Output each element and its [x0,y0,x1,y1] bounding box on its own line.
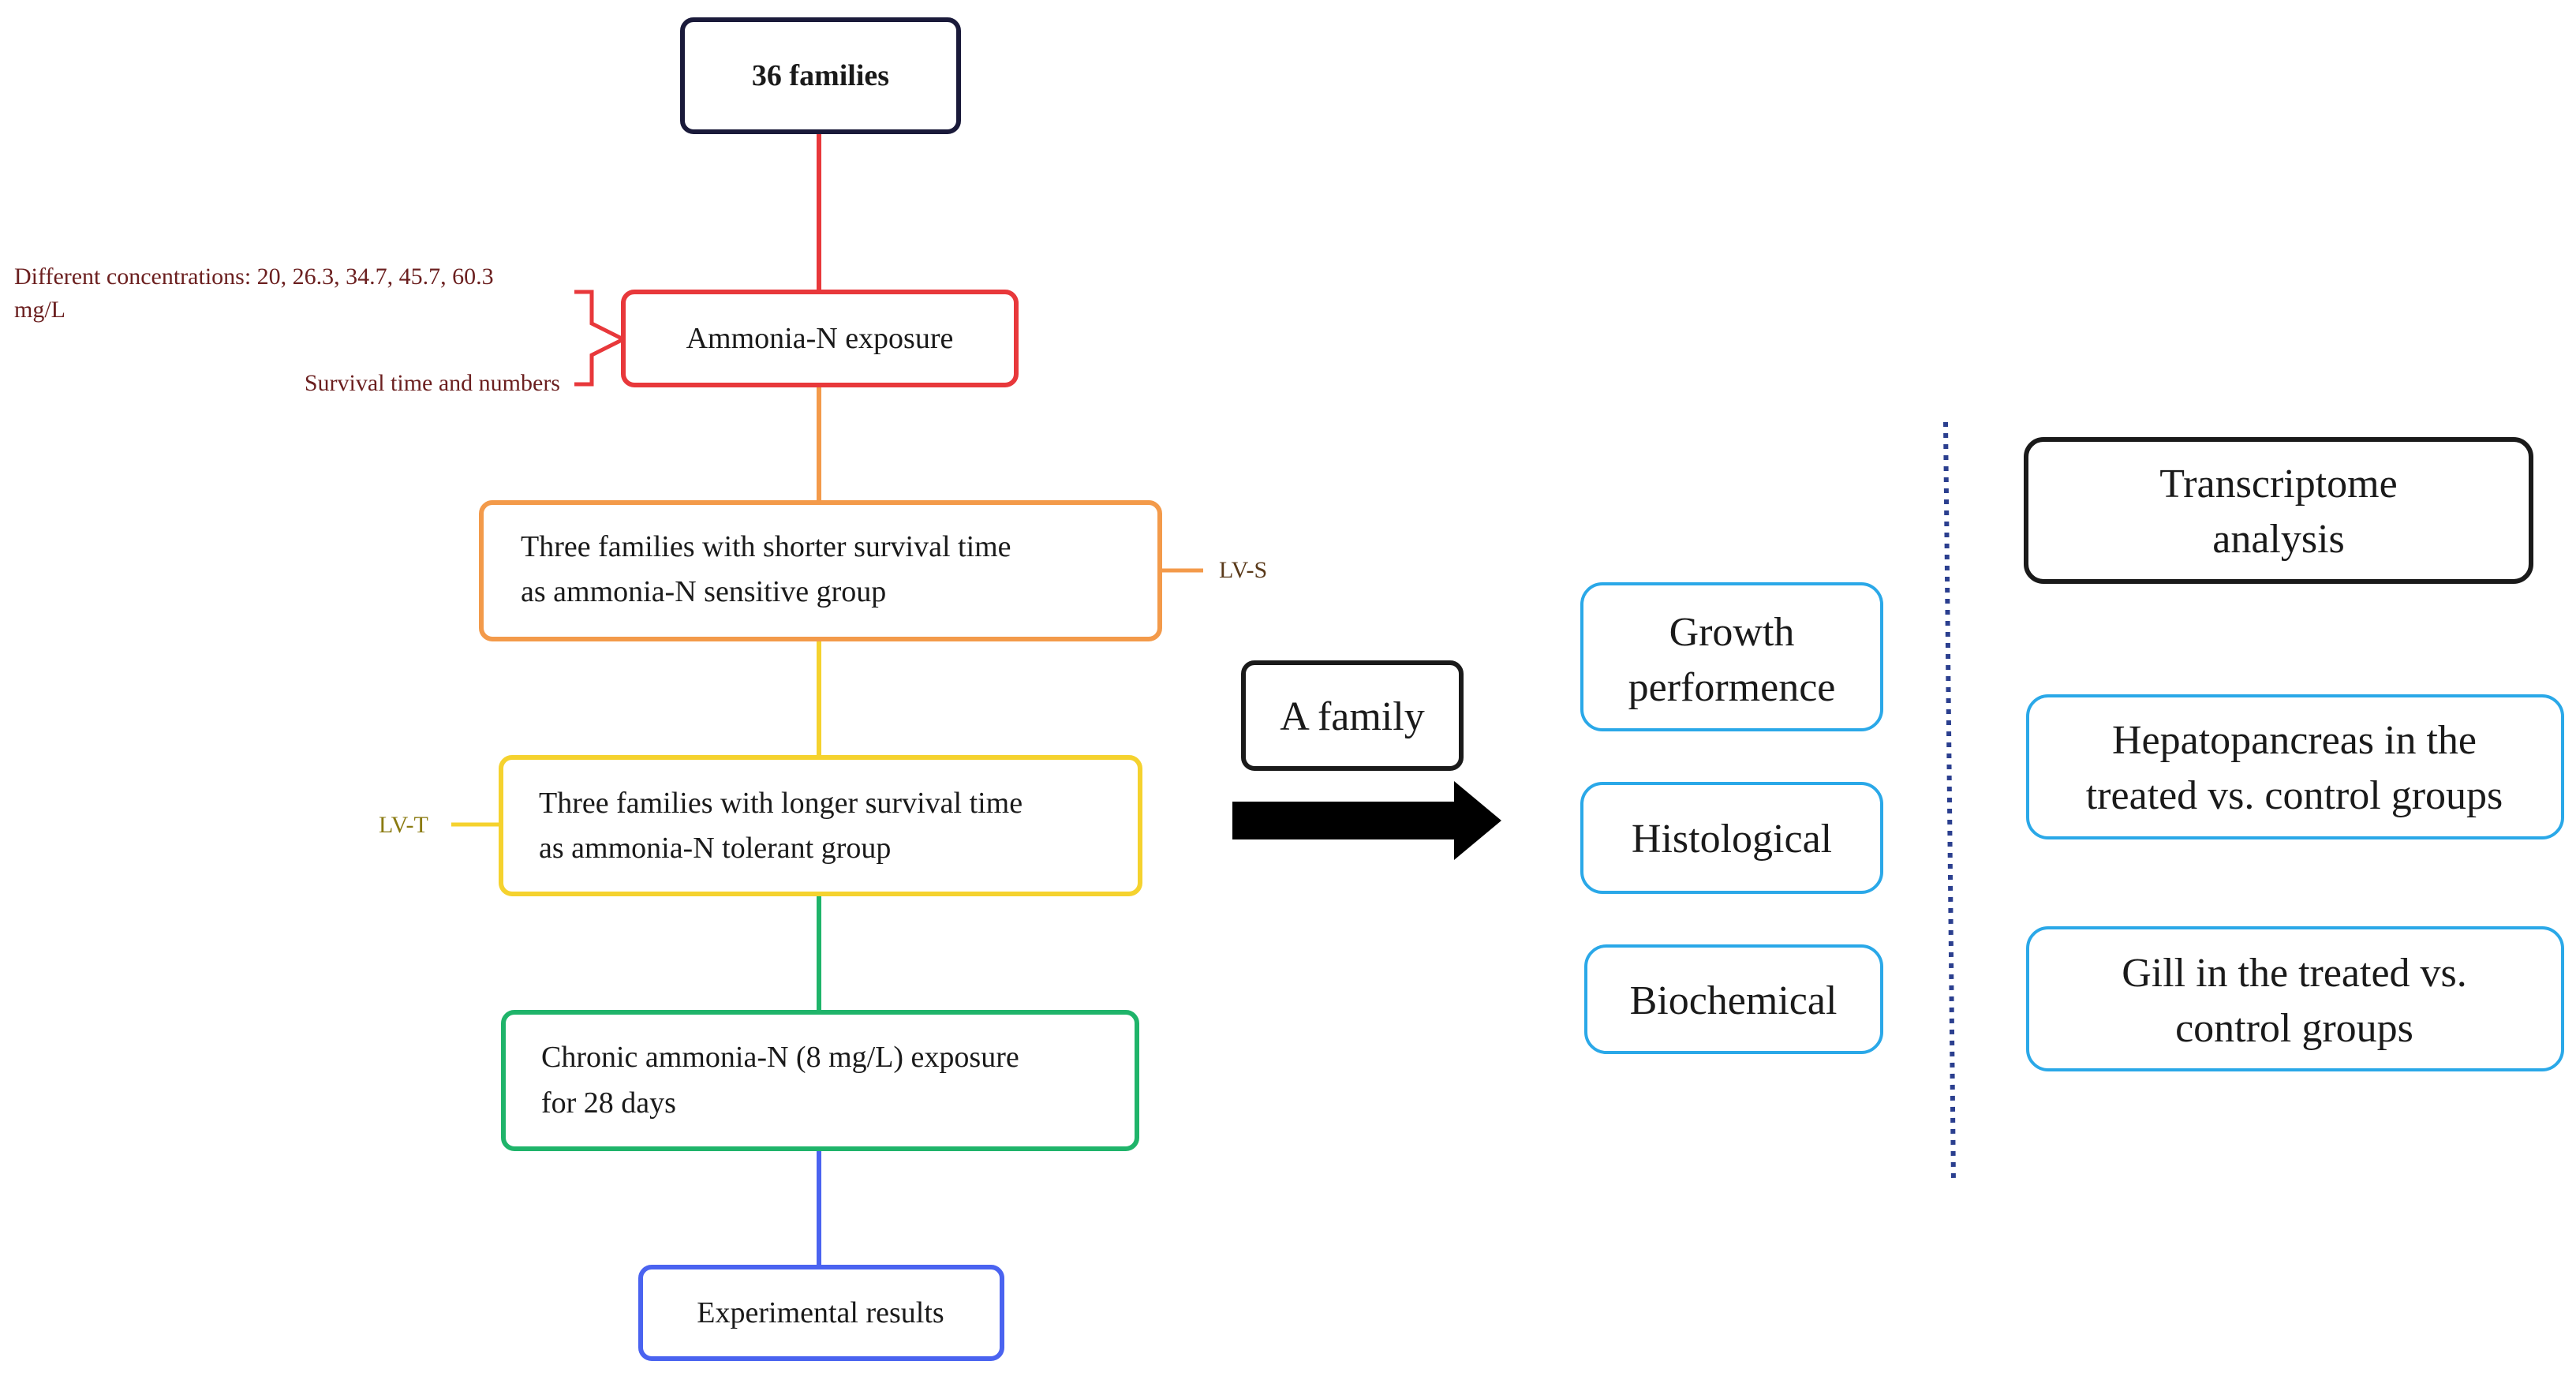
box-hepatopancreas-line1: Hepatopancreas in the [2112,718,2477,763]
box-growth-performance [1580,582,1883,731]
box-a-family [1241,660,1464,771]
box-experimental-results [638,1265,1004,1361]
box-gill-line1: Gill in the treated vs. [2122,951,2467,996]
box-tolerant-line2: as ammonia-N tolerant group [539,832,891,865]
box-chronic-line1: Chronic ammonia-N (8 mg/L) exposure [541,1041,1019,1074]
box-36-families-label: 36 families [752,59,889,92]
bracket-exposure [574,290,628,387]
tag-lv-s: LV-S [1219,557,1267,583]
box-sensitive-line2: as ammonia-N sensitive group [521,575,886,608]
survival-label: Survival time and numbers [305,370,560,396]
box-hepatopancreas-line2: treated vs. control groups [2086,773,2503,818]
box-sensitive-group [479,500,1162,641]
box-histological [1580,782,1883,894]
box-sensitive-line1: Three families with shorter survival tim… [521,530,1011,563]
box-ammonia-exposure-label: Ammonia-N exposure [686,322,954,355]
box-36-families [680,17,961,134]
box-experimental-results-label: Experimental results [697,1296,944,1329]
concentrations-label-line2: mg/L [14,297,65,323]
box-gill [2026,926,2564,1071]
box-a-family-label: A family [1280,694,1424,739]
tag-lv-t: LV-T [379,812,428,838]
dotted-divider [1943,421,1956,1184]
box-hepatopancreas [2026,694,2564,839]
box-growth-line1: Growth [1669,610,1795,655]
concentrations-label-line1: Different concentrations: 20, 26.3, 34.7… [14,264,494,290]
box-chronic-exposure [501,1010,1139,1151]
box-ammonia-exposure [621,290,1019,387]
box-transcriptome-line2: analysis [2212,517,2345,562]
box-growth-line2: performence [1628,665,1836,710]
right-arrow-icon [1232,781,1501,860]
box-biochemical-label: Biochemical [1630,978,1838,1023]
box-gill-line2: control groups [2175,1006,2413,1051]
box-biochemical [1584,944,1883,1054]
box-tolerant-group [499,755,1142,896]
box-histological-label: Histological [1632,817,1832,862]
box-chronic-line2: for 28 days [541,1086,676,1120]
box-transcriptome-line1: Transcriptome [2159,462,2397,507]
box-tolerant-line1: Three families with longer survival time [539,787,1023,820]
box-transcriptome-analysis [2024,437,2533,584]
